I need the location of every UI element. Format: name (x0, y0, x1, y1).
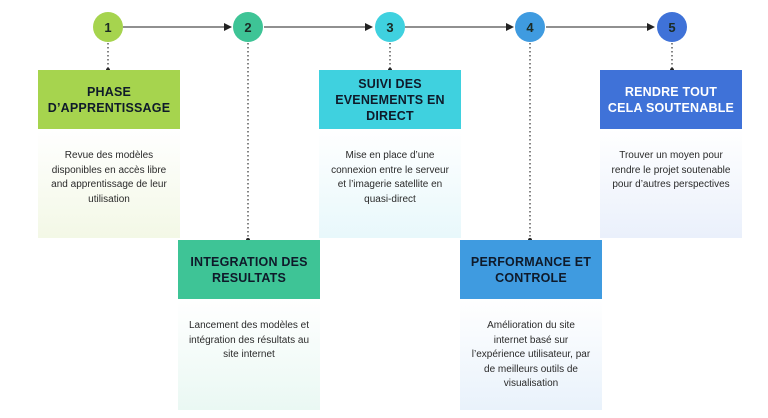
step-card-3: SUIVI DES EVENEMENTS EN DIRECT Mise en p… (319, 70, 461, 238)
step-number-5: 5 (657, 12, 687, 42)
step-card-4: PERFORMANCE ET CONTROLE Amélioration du … (460, 240, 602, 410)
step-title-2: INTEGRATION DES RESULTATS (178, 240, 320, 299)
step-title-5: RENDRE TOUT CELA SOUTENABLE (600, 70, 742, 129)
step-card-5: RENDRE TOUT CELA SOUTENABLE Trouver un m… (600, 70, 742, 238)
step-number-2: 2 (233, 12, 263, 42)
step-title-4: PERFORMANCE ET CONTROLE (460, 240, 602, 299)
step-description-4: Amélioration du site internet basé sur l… (460, 299, 602, 410)
step-title-3: SUIVI DES EVENEMENTS EN DIRECT (319, 70, 461, 129)
step-description-3: Mise en place d’une connexion entre le s… (319, 129, 461, 238)
step-card-1: PHASE D’APPRENTISSAGE Revue des modèles … (38, 70, 180, 238)
step-number-1: 1 (93, 12, 123, 42)
step-description-1: Revue des modèles disponibles en accès l… (38, 129, 180, 238)
step-card-2: INTEGRATION DES RESULTATS Lancement des … (178, 240, 320, 410)
step-number-4: 4 (515, 12, 545, 42)
step-description-5: Trouver un moyen pour rendre le projet s… (600, 129, 742, 238)
step-number-3: 3 (375, 12, 405, 42)
step-description-2: Lancement des modèles et intégration des… (178, 299, 320, 410)
step-title-1: PHASE D’APPRENTISSAGE (38, 70, 180, 129)
